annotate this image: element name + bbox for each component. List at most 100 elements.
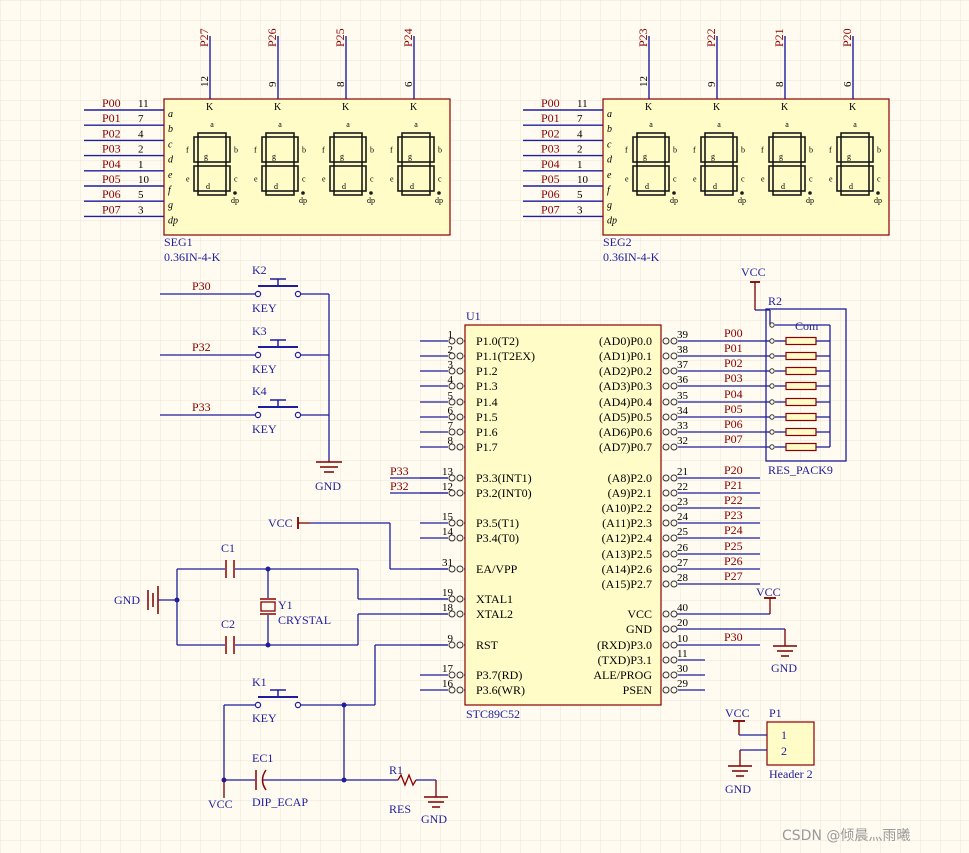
pin-marker (662, 337, 670, 345)
pin-number: 2 (138, 144, 144, 156)
seg-d (772, 190, 802, 196)
key-designator: K4 (252, 384, 267, 398)
pin-marker (662, 534, 670, 542)
mcu-left-net-labels: P33 P32 (390, 464, 448, 494)
pin-number: 11 (677, 648, 688, 660)
pin-name: (A11)P2.3 (602, 516, 652, 530)
pin-marker (456, 337, 464, 345)
net-label-p0: P07 (724, 432, 743, 446)
pin-name: P3.5(T1) (476, 516, 519, 530)
seg-letter-a: a (210, 120, 214, 129)
pin-marker (448, 337, 456, 345)
net-label-p0: P02 (724, 356, 743, 370)
seg-letter-dp: dp (435, 196, 443, 205)
pin-marker (662, 625, 670, 633)
net-label-p2: P23 (724, 508, 743, 522)
seg-letter-f: f (761, 146, 764, 155)
pin-number: 7 (138, 113, 144, 125)
pin-number: 1 (577, 159, 583, 171)
seg-dp (369, 191, 373, 195)
seg-e (768, 165, 774, 192)
pin-marker (670, 656, 678, 664)
seg2-designator: SEG2 (603, 235, 632, 249)
pin-number: 11 (138, 98, 149, 110)
c1-label: C1 (221, 541, 235, 555)
net-label: P00 (102, 96, 121, 110)
pin-marker (662, 474, 670, 482)
seg-c (664, 165, 670, 192)
mcu-right-pins: 39(AD0)P0.038(AD1)P0.137(AD2)P0.236(AD3)… (593, 326, 760, 697)
seg-letter-d: d (206, 182, 210, 191)
seg-letter-e: e (625, 175, 629, 184)
pin-number: 18 (442, 602, 454, 614)
net-label: P24 (401, 28, 415, 47)
pin-marker (670, 580, 678, 588)
pin-name: (AD2)P0.2 (599, 364, 652, 378)
pin-number: 28 (677, 572, 689, 584)
net-label: P21 (772, 28, 786, 47)
seg-letter-b: b (438, 146, 442, 155)
net-label-p2: P22 (724, 493, 743, 507)
pin-number: 4 (448, 374, 454, 386)
pin-marker (456, 641, 464, 649)
net-label-p2: P20 (724, 463, 743, 477)
pin-marker (456, 610, 464, 618)
seg-c (429, 165, 435, 192)
pin-marker (456, 428, 464, 436)
seg-d (840, 190, 870, 196)
seg-a (636, 132, 666, 138)
pin-number: 29 (677, 678, 689, 690)
net-label: P03 (102, 142, 121, 156)
seg-dp (808, 191, 812, 195)
pin-number: 33 (677, 420, 689, 432)
pin-name: (AD7)P0.7 (599, 440, 652, 454)
header-p1: P1 1 2 Header 2 VCC GND (725, 706, 815, 796)
pin-name: (AD6)P0.6 (599, 425, 652, 439)
pin-number: 8 (335, 81, 347, 87)
reset-gnd-label: GND (421, 812, 447, 826)
pin-name: (A12)P2.4 (602, 531, 652, 545)
seg-letter-b: b (809, 146, 813, 155)
key-contact (294, 290, 302, 298)
r2-model: RES_PACK9 (768, 463, 833, 477)
pin-number: 39 (677, 329, 689, 341)
pin-marker (662, 367, 670, 375)
resistor-body (785, 336, 817, 346)
pin-number: 36 (677, 374, 689, 386)
pin-name: P3.2(INT0) (476, 486, 532, 500)
pin-name: PSEN (623, 683, 653, 697)
pin-number: 8 (448, 435, 454, 447)
seg-g (704, 161, 734, 167)
pin-marker (769, 414, 775, 420)
seg-c (293, 165, 299, 192)
pin-marker (456, 443, 464, 451)
pin-marker (456, 671, 464, 679)
pin-marker (670, 504, 678, 512)
key-value: KEY (252, 301, 277, 315)
seg-e (700, 165, 706, 192)
pin-marker (662, 428, 670, 436)
seg-letter-f: f (186, 146, 189, 155)
pin-number: 9 (448, 633, 454, 645)
seg-letter-f: f (625, 146, 628, 155)
seg-f (193, 136, 199, 163)
seg-letter: d (607, 155, 613, 166)
net-label-p0: P06 (724, 417, 743, 431)
seg-g (840, 161, 870, 167)
seg-f (700, 136, 706, 163)
seg-letter-c: c (438, 175, 442, 184)
net-label-p2: P21 (724, 478, 743, 492)
pin-marker (448, 641, 456, 649)
pin-marker (448, 595, 456, 603)
pin-name: XTAL2 (476, 607, 513, 621)
seg-e (329, 165, 335, 192)
pin-marker (456, 413, 464, 421)
net-label: P22 (704, 28, 718, 47)
seg-letter: dp (168, 215, 178, 226)
pin-marker (769, 399, 775, 405)
seg-letter-c: c (302, 175, 306, 184)
